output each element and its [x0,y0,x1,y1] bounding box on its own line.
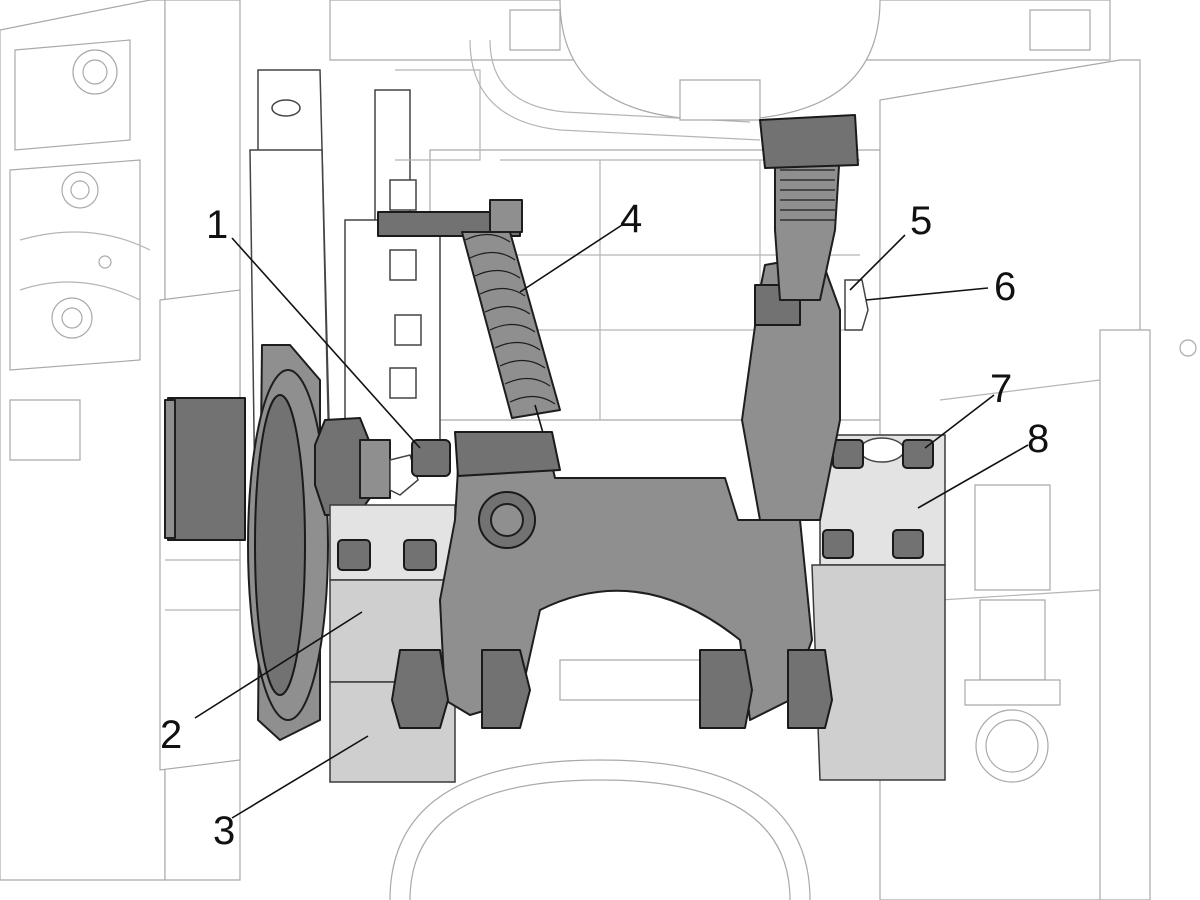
callout-label-2: 2 [160,713,182,757]
callout-label-6: 6 [994,265,1016,309]
callout-label-7: 7 [990,367,1012,411]
callout-leaders [194,224,1029,819]
callout-label-8: 8 [1027,417,1049,461]
cradle-lever [391,114,869,729]
cap-screw [411,439,451,477]
callout-numbers: 1 2 3 4 5 6 7 8 [160,197,1049,853]
callout-label-3: 3 [213,809,235,853]
rotary-flange-assembly [164,344,419,741]
leader-3 [231,735,369,819]
tension-spring [461,231,561,441]
leader-6 [865,287,989,301]
leader-2 [194,611,363,719]
cap-screw [337,539,437,571]
cap-screw [822,439,934,559]
callout-label-4: 4 [620,197,642,241]
right-mounting-block [811,434,946,781]
leader-5 [849,234,906,291]
leader-8 [917,444,1029,509]
leader-4 [519,224,623,293]
callout-label-1: 1 [206,203,228,247]
leader-7 [924,394,995,449]
leader-1 [231,237,421,449]
callout-label-5: 5 [910,199,932,243]
